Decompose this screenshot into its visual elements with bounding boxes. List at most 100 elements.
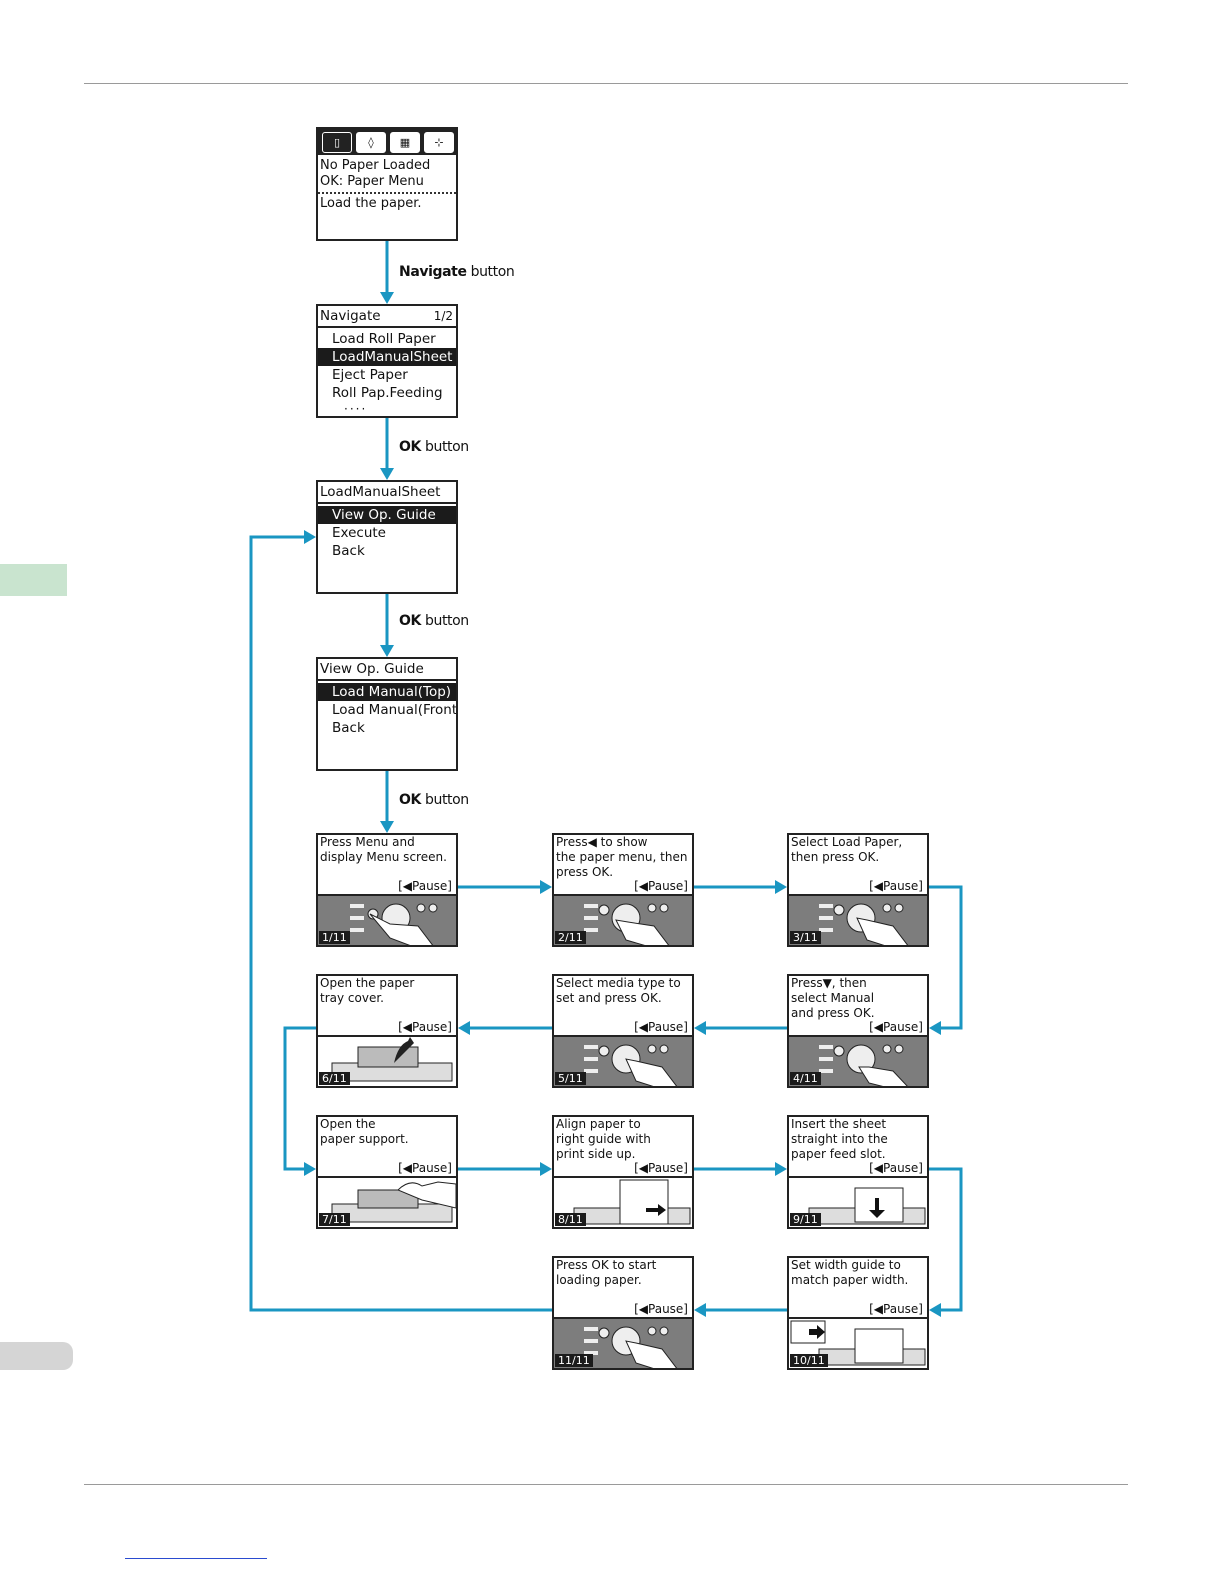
menu-item-back[interactable]: Back: [332, 543, 365, 559]
chapter-side-tab[interactable]: [0, 564, 67, 596]
guide-step-11: Press OK to start loading paper. [◀Pause…: [552, 1256, 694, 1370]
page-indicator: 1/2: [433, 309, 453, 323]
press-hand-icon: [350, 903, 438, 945]
press-hand-icon: [819, 903, 909, 945]
guide-step-text: Press OK to start loading paper.: [556, 1258, 657, 1287]
guide-step-text: Select Load Paper, then press OK.: [791, 835, 903, 864]
status-line-2: OK: Paper Menu: [320, 174, 424, 189]
row1-arrows: [458, 880, 963, 1035]
row3-arrows: [458, 1162, 963, 1317]
ok-button-label-3: OK button: [399, 792, 469, 808]
pause-label: [◀Pause]: [398, 879, 452, 893]
guide-step-text: Open the paper tray cover.: [320, 976, 415, 1005]
navigate-title: Navigate: [320, 308, 381, 324]
guide-step-text: Insert the sheet straight into the paper…: [791, 1117, 888, 1161]
width-guide-icon: [790, 1320, 926, 1366]
pause-label: [◀Pause]: [869, 1161, 923, 1175]
menu-item-load-roll-paper[interactable]: Load Roll Paper: [332, 331, 436, 347]
menu-item-back[interactable]: Back: [332, 720, 365, 736]
pause-label: [◀Pause]: [869, 1302, 923, 1316]
guide-step-7: Open the paper support. [◀Pause] 7/11: [316, 1115, 458, 1229]
step-counter: 10/11: [790, 1354, 828, 1367]
load-manual-title: LoadManualSheet: [320, 484, 441, 500]
step-counter: 8/11: [555, 1213, 586, 1226]
pause-label: [◀Pause]: [634, 1302, 688, 1316]
paper-icon[interactable]: ▯: [322, 132, 352, 153]
menu-item-view-op-guide[interactable]: View Op. Guide: [318, 506, 456, 524]
ink-icon[interactable]: ◊: [356, 132, 386, 153]
control-panel-illustration: [554, 1317, 692, 1368]
guide-step-5: Select media type to set and press OK. […: [552, 974, 694, 1088]
pause-label: [◀Pause]: [634, 1020, 688, 1034]
guide-step-3: Select Load Paper, then press OK. [◀Paus…: [787, 833, 929, 947]
view-op-guide-screen: View Op. Guide Load Manual(Top) Load Man…: [316, 657, 458, 771]
step-counter: 2/11: [555, 931, 586, 944]
menu-item-roll-pap-feeding[interactable]: Roll Pap.Feeding: [332, 385, 443, 401]
view-guide-title-row: View Op. Guide: [318, 659, 456, 681]
menu-item-load-manual-sheet[interactable]: LoadManualSheet: [318, 348, 456, 366]
step-counter: 3/11: [790, 931, 821, 944]
menu-item-load-manual-front[interactable]: Load Manual(Front): [332, 702, 458, 718]
status-line-1: No Paper Loaded: [320, 158, 431, 173]
home-screen: ▯ ◊ ▦ ⊹ No Paper Loaded OK: Paper Menu L…: [316, 127, 458, 241]
step-counter: 4/11: [790, 1072, 821, 1085]
pause-label: [◀Pause]: [634, 879, 688, 893]
guide-step-8: Align paper to right guide with print si…: [552, 1115, 694, 1229]
vertical-arrows: [380, 241, 394, 833]
press-hand-icon: [584, 1326, 678, 1368]
status-message: Load the paper.: [320, 196, 422, 211]
pause-label: [◀Pause]: [869, 1020, 923, 1034]
step-counter: 7/11: [319, 1213, 350, 1226]
menu-item-load-manual-top[interactable]: Load Manual(Top): [318, 683, 456, 701]
header-rule: [84, 83, 1128, 84]
page-side-tab[interactable]: [0, 1342, 73, 1370]
down-arrow-icon: [808, 1187, 926, 1225]
right-arrow-icon: [573, 1179, 691, 1225]
guide-step-10: Set width guide to match paper width. [◀…: [787, 1256, 929, 1370]
load-manual-title-row: LoadManualSheet: [318, 482, 456, 504]
guide-step-text: Press Menu and display Menu screen.: [320, 835, 447, 864]
guide-step-text: Open the paper support.: [320, 1117, 409, 1146]
ok-button-label-2: OK button: [399, 613, 469, 629]
press-hand-icon: [584, 1044, 678, 1086]
printer-illustration: [318, 1176, 456, 1227]
press-hand-icon: [819, 1044, 908, 1086]
row2-arrows: [283, 1021, 787, 1176]
navigate-screen: Navigate 1/2 Load Roll Paper LoadManualS…: [316, 304, 458, 418]
guide-step-4: Press▼, then select Manual and press OK.…: [787, 974, 929, 1088]
step-counter: 1/11: [319, 931, 350, 944]
guide-step-text: Press◀ to show the paper menu, then pres…: [556, 835, 688, 879]
dotted-divider: [318, 192, 456, 194]
step-counter: 6/11: [319, 1072, 350, 1085]
tray-cover-icon: [331, 1037, 453, 1082]
menu-item-eject-paper[interactable]: Eject Paper: [332, 367, 408, 383]
info-icon[interactable]: ▦: [390, 132, 420, 153]
guide-step-text: Select media type to set and press OK.: [556, 976, 681, 1005]
pause-label: [◀Pause]: [634, 1161, 688, 1175]
row4-arrows: [249, 530, 787, 1317]
guide-step-6: Open the paper tray cover. [◀Pause] 6/11: [316, 974, 458, 1088]
guide-step-9: Insert the sheet straight into the paper…: [787, 1115, 929, 1229]
guide-step-1: Press Menu and display Menu screen. [◀Pa…: [316, 833, 458, 947]
guide-step-text: Align paper to right guide with print si…: [556, 1117, 651, 1161]
guide-step-2: Press◀ to show the paper menu, then pres…: [552, 833, 694, 947]
step-counter: 5/11: [555, 1072, 586, 1085]
printer-illustration: [318, 1035, 456, 1086]
footer-rule: [84, 1484, 1128, 1485]
pause-label: [◀Pause]: [869, 879, 923, 893]
menu-item-execute[interactable]: Execute: [332, 525, 386, 541]
guide-step-text: Press▼, then select Manual and press OK.: [791, 976, 875, 1020]
load-manual-sheet-screen: LoadManualSheet View Op. Guide Execute B…: [316, 480, 458, 594]
navigate-button-label: Navigate button: [399, 264, 515, 280]
pause-label: [◀Pause]: [398, 1020, 452, 1034]
footer-link-underline[interactable]: [125, 1558, 267, 1559]
step-counter: 11/11: [555, 1354, 593, 1367]
more-items-indicator: ····: [344, 402, 368, 416]
pause-label: [◀Pause]: [398, 1161, 452, 1175]
view-guide-title: View Op. Guide: [320, 661, 424, 677]
guide-step-text: Set width guide to match paper width.: [791, 1258, 909, 1287]
adjust-icon[interactable]: ⊹: [424, 132, 454, 153]
step-counter: 9/11: [790, 1213, 821, 1226]
navigate-title-row: Navigate 1/2: [318, 306, 456, 328]
